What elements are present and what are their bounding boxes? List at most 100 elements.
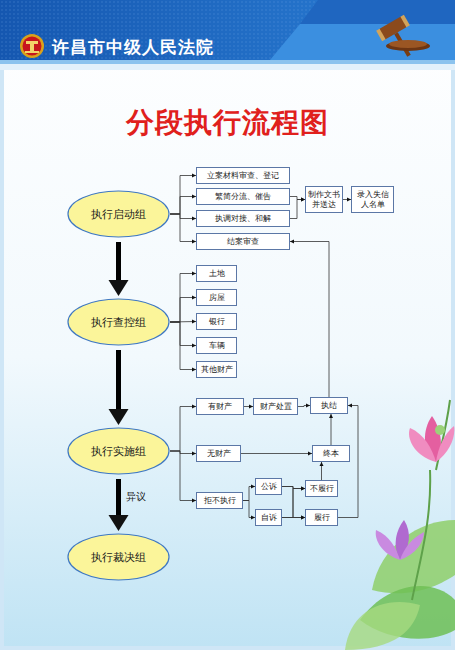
node-text: 执行裁决组	[91, 550, 146, 565]
node-text: 拒不执行	[204, 496, 236, 505]
connector	[320, 462, 324, 480]
connector	[298, 404, 310, 408]
arrow-head	[192, 344, 196, 348]
connector	[282, 487, 305, 520]
node-text: 执调对接、和解	[215, 214, 271, 223]
connector-line	[170, 451, 196, 501]
node-text: 执结	[321, 401, 337, 410]
connector-line	[116, 479, 121, 517]
ellipse-shape	[68, 191, 169, 237]
arrow-head	[192, 195, 196, 199]
node-text: 银行	[209, 317, 225, 326]
connector-line	[321, 462, 322, 480]
arrow-head	[251, 516, 255, 520]
node-text: 执行查控组	[91, 315, 146, 330]
process-box: 公诉	[255, 478, 282, 495]
process-box: 执结	[310, 397, 348, 414]
connector-line	[343, 199, 351, 200]
connector-line	[170, 214, 196, 219]
node-text: 自诉	[261, 513, 277, 522]
arrow-head	[192, 217, 196, 221]
connector	[282, 487, 305, 491]
connector	[290, 197, 305, 202]
connector-line	[338, 406, 358, 518]
arrow-head	[320, 462, 324, 466]
arrow-head	[251, 485, 255, 489]
connector	[343, 198, 351, 202]
connector	[170, 451, 196, 456]
connector	[109, 350, 129, 425]
node-text: 立案材料审查、登记	[207, 171, 279, 180]
process-box: 土地	[196, 265, 237, 282]
ellipse-shape	[68, 299, 169, 345]
connector-line	[331, 414, 332, 445]
connector	[170, 174, 196, 215]
node-text: 终本	[323, 449, 339, 458]
arrow-head	[301, 487, 305, 491]
diagram-title: 分段执行流程图	[0, 104, 455, 142]
connector-line	[170, 322, 196, 346]
process-box: 车辆	[196, 337, 237, 354]
arrow-head	[109, 515, 129, 531]
arrow-head	[109, 280, 129, 296]
connector	[170, 195, 196, 215]
node-text: 财产处置	[260, 402, 292, 411]
ellipse-shape	[68, 428, 169, 474]
connector-line	[170, 451, 196, 454]
connector-line	[244, 406, 253, 407]
process-box: 结案审查	[196, 233, 290, 250]
connector-line	[282, 487, 305, 518]
arrow-head	[347, 198, 351, 202]
edge-label: 异议	[126, 490, 146, 504]
process-box: 其他财产	[196, 361, 237, 378]
connector	[170, 296, 196, 323]
arrow-head	[329, 414, 333, 418]
node-text: 执行实施组	[91, 444, 146, 459]
ellipse-shape	[68, 534, 169, 580]
connector-line	[116, 242, 121, 282]
arrow-head	[192, 296, 196, 300]
arrow-head	[301, 516, 305, 520]
lotus-illustration	[345, 400, 455, 650]
node-text: 车辆	[209, 341, 225, 350]
connector	[170, 272, 196, 323]
court-name: 许昌市中级人民法院	[52, 36, 214, 59]
group-ellipse: 执行查控组	[67, 298, 170, 346]
process-box: 房屋	[196, 289, 237, 306]
node-text: 执行启动组	[91, 207, 146, 222]
connector	[170, 214, 196, 244]
arrow-head	[306, 404, 310, 408]
node-text: 履行	[314, 513, 330, 522]
process-box: 录入失信人名单	[351, 186, 394, 213]
connector-line	[243, 487, 255, 501]
connector-line	[170, 197, 196, 215]
connector-line	[116, 350, 121, 411]
arrow-head	[301, 198, 305, 202]
process-box: 不履行	[305, 480, 338, 497]
arrow-head	[301, 516, 305, 520]
node-text: 无财产	[207, 449, 231, 458]
connector	[282, 516, 305, 520]
arrow-head	[192, 499, 196, 503]
process-box: 有财产	[196, 398, 244, 415]
process-box: 立案材料审查、登记	[196, 167, 290, 184]
connector-line	[282, 517, 305, 518]
connector	[282, 487, 305, 518]
connector	[170, 451, 196, 503]
process-box: 无财产	[196, 445, 241, 462]
process-box: 履行	[305, 509, 338, 526]
connector-line	[170, 321, 196, 323]
arrow-head	[249, 405, 253, 409]
connector	[170, 405, 196, 452]
process-box: 终本	[312, 445, 350, 462]
process-box: 拒不执行	[196, 492, 243, 509]
connector	[170, 322, 196, 348]
group-ellipse: 执行启动组	[67, 190, 170, 238]
connector-line	[290, 242, 329, 398]
process-box: 执调对接、和解	[196, 210, 290, 227]
arrow-head	[192, 320, 196, 324]
arrow-head	[192, 174, 196, 178]
connector	[170, 214, 196, 221]
connector-line	[170, 407, 196, 452]
